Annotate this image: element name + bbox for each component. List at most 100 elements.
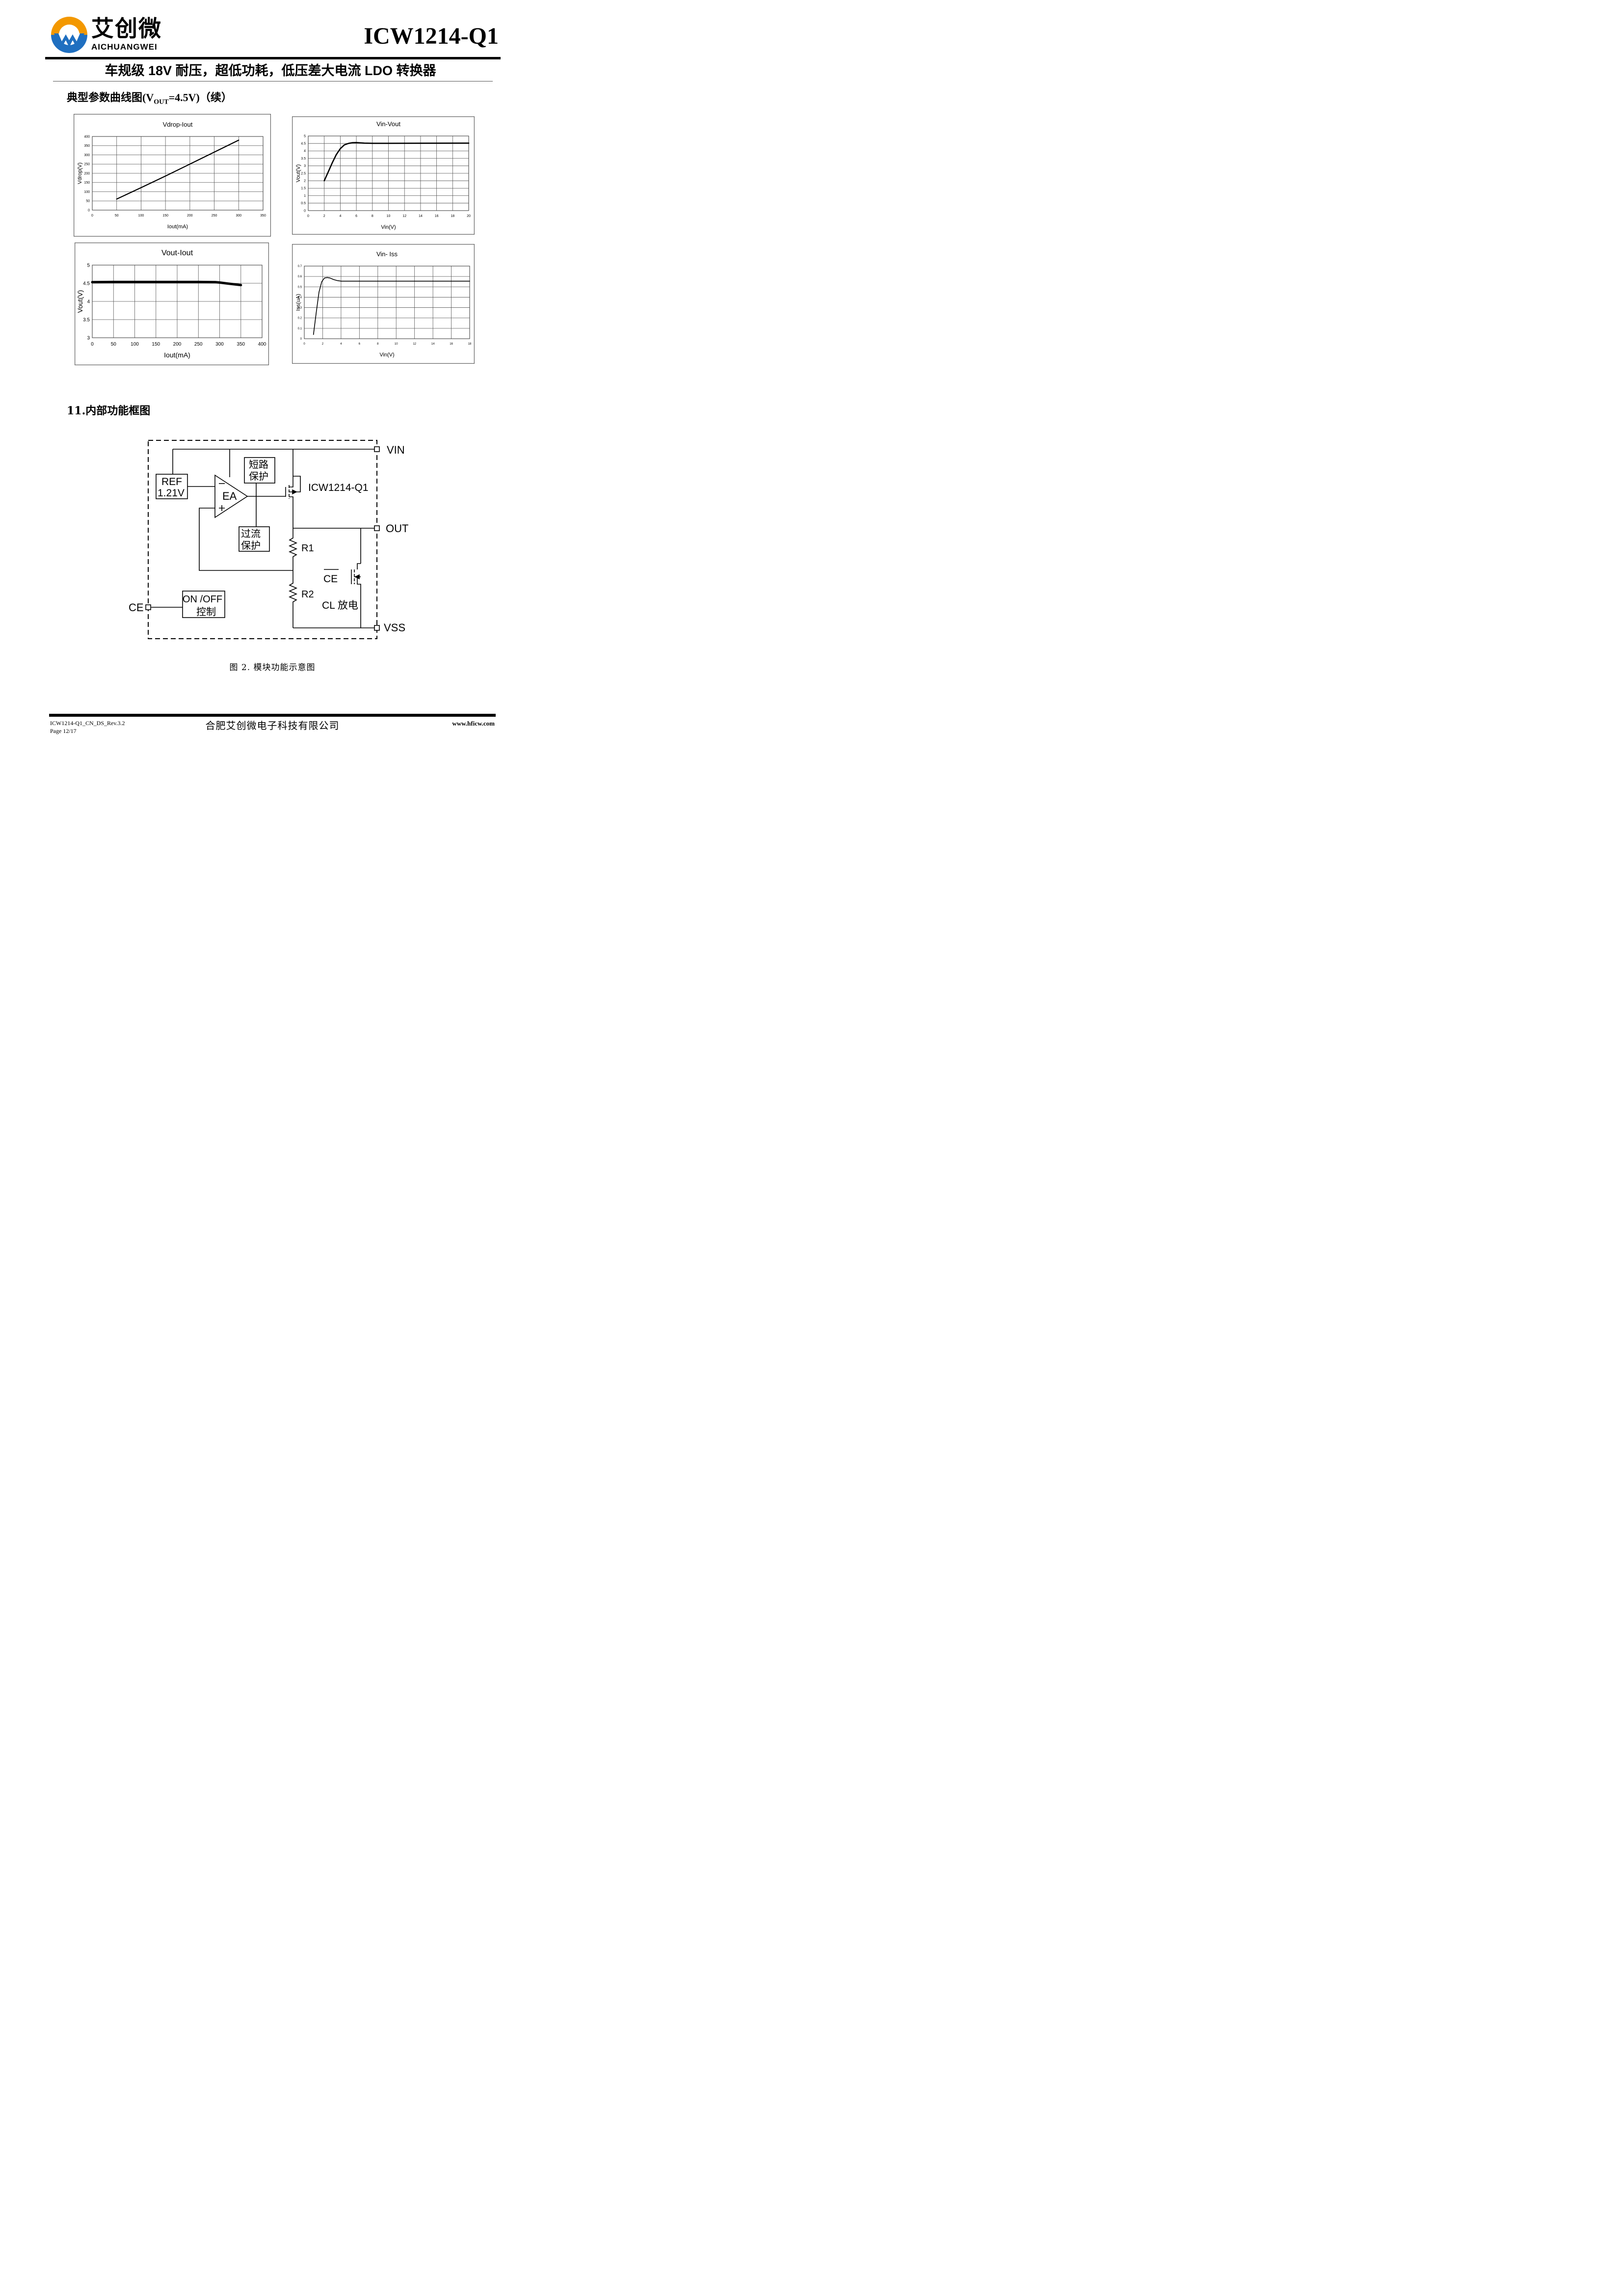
x-tick-label: 150 (152, 342, 160, 347)
x-tick-label: 2 (323, 215, 325, 218)
plot-area (308, 135, 469, 211)
x-tick-label: 4 (340, 343, 342, 346)
x-tick-label: 200 (187, 214, 193, 217)
x-axis-label: Vin(V) (379, 352, 394, 358)
footer-doc-id: ICW1214-Q1_CN_DS_Rev.3.2 (50, 720, 125, 727)
x-tick-label: 100 (138, 214, 144, 217)
ce-bar-label: CE (323, 573, 338, 585)
y-tick-label: 100 (84, 190, 90, 194)
x-tick-label: 12 (413, 343, 416, 346)
onoff-label-line1: ON /OFF (183, 594, 222, 605)
pin-vss-square (374, 625, 380, 631)
section-curves-title-sub: OUT (154, 98, 169, 106)
footer-rule (49, 714, 496, 717)
chip-label: ICW1214-Q1 (308, 482, 369, 493)
x-tick-label: 200 (173, 342, 182, 347)
y-tick-label: 0 (88, 209, 90, 212)
oc-label-line2: 保护 (241, 540, 261, 551)
y-tick-label: 0.4 (298, 296, 302, 299)
x-tick-label: 2 (322, 343, 324, 346)
y-tick-label: 3 (304, 164, 306, 168)
plot-area (92, 136, 264, 211)
y-axis-label: Vout(V) (76, 290, 84, 313)
x-tick-label: 6 (359, 343, 361, 346)
onoff-label-line2: 控制 (196, 606, 216, 618)
series-line-0 (313, 277, 470, 335)
short-label-line2: 保护 (249, 470, 268, 482)
pin-vin-square (374, 446, 380, 452)
x-tick-label: 4 (339, 215, 341, 218)
short-label-line1: 短路 (249, 459, 268, 470)
chart-title: Vout-Iout (161, 249, 193, 257)
y-tick-label: 0 (304, 209, 306, 213)
x-tick-label: 18 (468, 343, 472, 346)
x-tick-label: 12 (402, 215, 406, 218)
logo-text-en: AICHUANGWEI (91, 42, 158, 52)
y-tick-label: 0.2 (298, 317, 302, 320)
x-tick-label: 150 (162, 214, 168, 217)
footer-website: www.hficw.com (452, 720, 495, 727)
y-axis-label: Iss(uA) (295, 294, 301, 311)
y-tick-label: 0.5 (301, 202, 306, 205)
overcurrent-protect-box (239, 526, 270, 552)
footer-company: 合肥艾创微电子科技有限公司 (205, 720, 340, 731)
pin-vss-label: VSS (384, 621, 405, 634)
x-tick-label: 0 (303, 343, 305, 346)
y-tick-label: 0.6 (298, 275, 302, 278)
x-tick-label: 300 (215, 342, 224, 347)
logo-mark-icon (51, 17, 87, 53)
x-tick-label: 0 (91, 214, 93, 217)
pin-out-square (374, 525, 380, 531)
pin-vin-label: VIN (387, 444, 405, 456)
section-curves-title-pre: 典型参数曲线图(V (67, 91, 154, 104)
x-axis-label: Iout(mA) (167, 224, 188, 230)
y-tick-label: 4 (87, 299, 90, 304)
pin-ce-square (145, 604, 151, 610)
y-tick-label: 3 (87, 335, 90, 341)
y-tick-label: 0.3 (298, 307, 302, 310)
y-tick-label: 0.1 (298, 327, 302, 330)
r2-label: R2 (301, 589, 314, 600)
x-tick-label: 20 (467, 215, 471, 218)
y-tick-label: 150 (84, 181, 90, 185)
y-tick-label: 3.5 (83, 317, 90, 323)
x-tick-label: 18 (451, 215, 454, 218)
y-tick-label: 200 (84, 172, 90, 175)
section-curves-title: 典型参数曲线图(VOUT=4.5V)（续） (67, 90, 232, 109)
y-tick-label: 250 (84, 163, 90, 166)
ea-amplifier (214, 474, 248, 518)
x-tick-label: 0 (307, 215, 309, 218)
x-tick-label: 350 (237, 342, 245, 347)
package-boundary (148, 440, 377, 639)
x-tick-label: 16 (450, 343, 453, 346)
short-protect-box (244, 457, 275, 484)
part-number: ICW1214-Q1 (364, 23, 499, 49)
x-tick-label: 100 (131, 342, 139, 347)
cl-discharge-label: CL 放电 (322, 600, 358, 611)
x-tick-label: 10 (395, 343, 398, 346)
y-tick-label: 2.5 (301, 172, 306, 175)
ea-label: EA (222, 490, 237, 502)
r1-label: R1 (301, 543, 314, 554)
x-tick-label: 6 (355, 215, 357, 218)
ref-label-line2: 1.21V (158, 487, 185, 499)
plot-area (304, 266, 470, 339)
block-diagram-canvas: VIN OUT VSS CE REF 1.21V EA ICW1214-Q1 R… (129, 440, 408, 639)
y-tick-label: 0.7 (298, 265, 302, 268)
section-block-title: 11.内部功能框图 (67, 405, 151, 417)
x-axis-label: Vin(V) (381, 224, 396, 230)
y-tick-label: 4.5 (83, 281, 90, 286)
ref-label-line1: REF (161, 476, 182, 487)
series-line-0 (91, 280, 242, 287)
y-tick-label: 5 (87, 263, 90, 268)
x-tick-label: 300 (236, 214, 241, 217)
pin-out-label: OUT (386, 522, 408, 535)
y-tick-label: 50 (86, 200, 90, 203)
x-tick-label: 10 (387, 215, 391, 218)
